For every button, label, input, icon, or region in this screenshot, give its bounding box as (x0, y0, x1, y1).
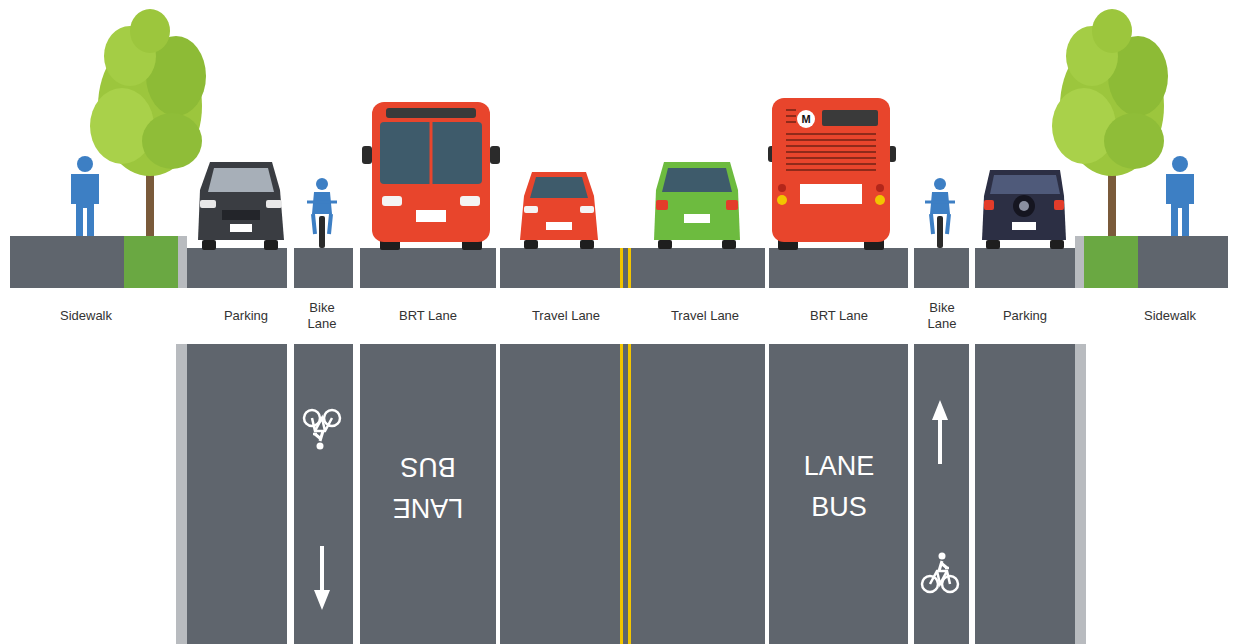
zone-label: Sidewalk (1125, 308, 1215, 324)
zone-label: Parking (201, 308, 291, 324)
lane-label: Travel Lane (506, 308, 626, 324)
zone-label: Parking (980, 308, 1070, 324)
zone-label: Sidewalk (41, 308, 131, 324)
pavement-marking: LANE BUS (386, 446, 470, 528)
lane-label: BRT Lane (368, 308, 488, 324)
lane-label: Bike Lane (300, 300, 344, 332)
lane-label: Travel Lane (645, 308, 765, 324)
bus-logo: M (797, 112, 815, 126)
lane-label: BRT Lane (779, 308, 899, 324)
lane-label: Bike Lane (920, 300, 964, 332)
pavement-marking: LANE BUS (797, 446, 881, 528)
